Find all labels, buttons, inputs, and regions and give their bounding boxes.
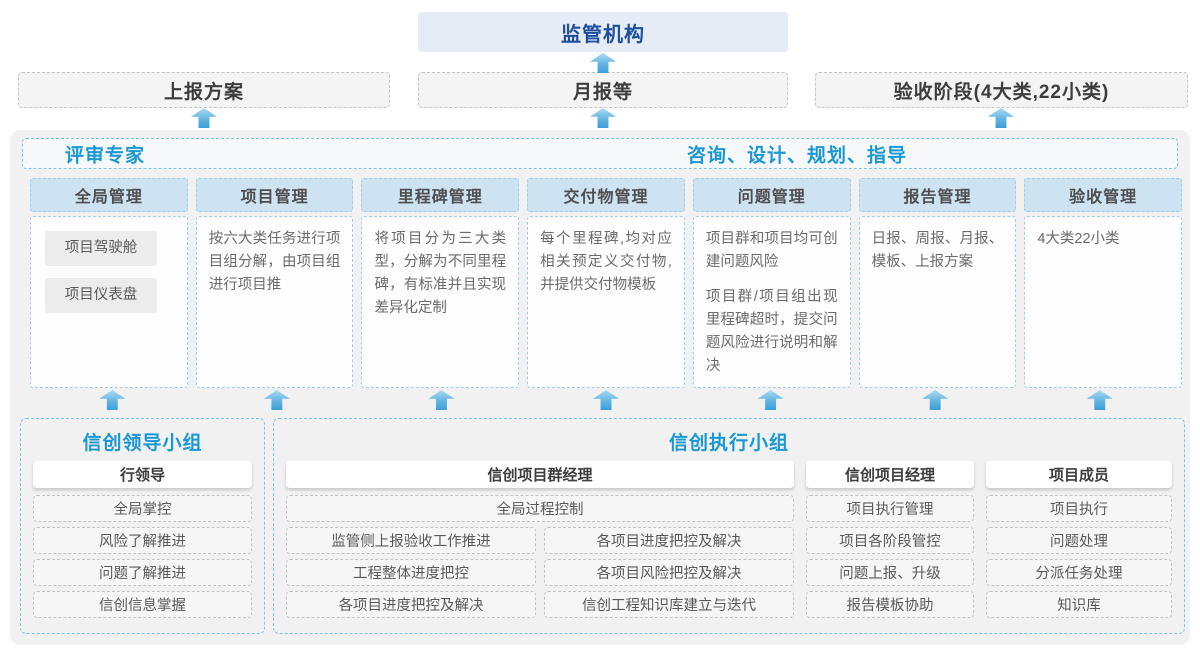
arrow-up-icon — [593, 390, 620, 410]
program-manager-column: 信创项目群经理 全局过程控制 监管侧上报验收工作推进 各项目进度把控及解决 工程… — [286, 461, 794, 618]
list-item: 各项目进度把控及解决 — [286, 591, 536, 618]
arrow-up-icon — [428, 390, 455, 410]
column-body: 日报、周报、月报、模板、上报方案 — [858, 216, 1017, 388]
chip-project-cockpit: 项目驾驶舱 — [45, 231, 157, 266]
list-item: 各项目风险把控及解决 — [544, 559, 794, 586]
list-item: 问题了解推进 — [33, 559, 252, 586]
arrow-up-icon — [757, 390, 784, 410]
role-project-member: 项目成员 — [986, 461, 1172, 488]
column-header: 全局管理 — [30, 178, 188, 212]
arrow-up-icon — [590, 108, 616, 128]
list-item: 问题处理 — [986, 527, 1172, 554]
column-project-mgmt: 项目管理 按六大类任务进行项目组分解，由项目组进行项目推 — [195, 178, 354, 388]
list-item: 信创信息掌握 — [33, 591, 252, 618]
exec-group: 信创执行小组 信创项目群经理 全局过程控制 监管侧上报验收工作推进 各项目进度把… — [273, 418, 1185, 634]
exec-group-title: 信创执行小组 — [668, 432, 789, 454]
column-milestone-mgmt: 里程碑管理 将项目分为三大类型，分解为不同里程碑，有标准并且实现差异化定制 — [361, 178, 520, 388]
column-issue-mgmt: 问题管理 项目群和项目均可创建问题风险 项目群/项目组出现里程碑超时，提交问题风… — [692, 178, 851, 388]
list-item: 知识库 — [986, 591, 1172, 618]
column-text: 4大类22小类 — [1037, 231, 1120, 247]
list-item: 全局掌控 — [33, 495, 252, 522]
output-report-plan: 上报方案 — [18, 72, 390, 108]
column-body: 项目驾驶舱 项目仪表盘 — [30, 216, 188, 388]
column-text: 每个里程碑,均对应相关预定义交付物,并提供交付物模板 — [540, 231, 672, 293]
column-global-mgmt: 全局管理 项目驾驶舱 项目仪表盘 — [30, 178, 188, 388]
arrow-up-icon — [1086, 390, 1113, 410]
role-bank-leader: 行领导 — [33, 461, 252, 488]
role-program-manager: 信创项目群经理 — [286, 461, 794, 488]
arrow-up-icon — [263, 390, 290, 410]
output-monthly-report: 月报等 — [418, 72, 788, 108]
column-header: 验收管理 — [1024, 178, 1183, 212]
column-body: 4大类22小类 — [1024, 216, 1183, 388]
column-header: 里程碑管理 — [361, 178, 520, 212]
column-text: 项目群/项目组出现里程碑超时，提交问题风险进行说明和解决 — [705, 288, 838, 374]
header-band: 评审专家 咨询、设计、规划、指导 — [22, 138, 1178, 169]
leader-group: 信创领导小组 行领导 全局掌控 风险了解推进 问题了解推进 信创信息掌握 — [20, 418, 265, 634]
list-item: 工程整体进度把控 — [286, 559, 536, 586]
arrow-up-icon — [590, 53, 616, 73]
list-item: 报告模板协助 — [806, 591, 974, 618]
arrow-up-icon — [99, 390, 126, 410]
list-item: 全局过程控制 — [286, 495, 794, 522]
column-report-mgmt: 报告管理 日报、周报、月报、模板、上报方案 — [858, 178, 1017, 388]
project-member-column: 项目成员 项目执行 问题处理 分派任务处理 知识库 — [986, 461, 1172, 618]
column-acceptance-mgmt: 验收管理 4大类22小类 — [1024, 178, 1183, 388]
list-item: 风险了解推进 — [33, 527, 252, 554]
list-item: 项目各阶段管控 — [806, 527, 974, 554]
column-body: 项目群和项目均可创建问题风险 项目群/项目组出现里程碑超时，提交问题风险进行说明… — [692, 216, 851, 388]
leader-group-title: 信创领导小组 — [82, 432, 203, 454]
arrow-up-icon — [191, 108, 217, 128]
column-header: 交付物管理 — [527, 178, 685, 212]
regulator-box: 监管机构 — [418, 12, 788, 52]
list-item: 问题上报、升级 — [806, 559, 974, 586]
list-item: 信创工程知识库建立与迭代 — [544, 591, 794, 618]
list-item: 分派任务处理 — [986, 559, 1172, 586]
list-item: 各项目进度把控及解决 — [544, 527, 794, 554]
management-columns: 全局管理 项目驾驶舱 项目仪表盘 项目管理 按六大类任务进行项目组分解，由项目组… — [30, 178, 1183, 388]
column-header: 项目管理 — [195, 178, 354, 212]
column-body: 每个里程碑,均对应相关预定义交付物,并提供交付物模板 — [527, 216, 685, 388]
list-item: 监管侧上报验收工作推进 — [286, 527, 536, 554]
chip-project-dashboard: 项目仪表盘 — [45, 277, 157, 313]
arrow-up-icon — [988, 108, 1014, 128]
column-body: 按六大类任务进行项目组分解，由项目组进行项目推 — [195, 216, 354, 388]
column-arrows — [30, 390, 1182, 410]
review-experts-label: 评审专家 — [65, 145, 146, 166]
column-body: 将项目分为三大类型，分解为不同里程碑，有标准并且实现差异化定制 — [361, 216, 520, 388]
role-project-manager: 信创项目经理 — [806, 461, 974, 488]
column-text: 项目群和项目均可创建问题风险 — [705, 231, 838, 270]
column-text: 将项目分为三大类型，分解为不同里程碑，有标准并且实现差异化定制 — [374, 231, 507, 316]
arrow-up-icon — [922, 390, 949, 410]
list-item: 项目执行管理 — [806, 495, 974, 522]
column-text: 日报、周报、月报、模板、上报方案 — [871, 231, 1004, 270]
column-header: 问题管理 — [692, 178, 851, 212]
project-manager-column: 信创项目经理 项目执行管理 项目各阶段管控 问题上报、升级 报告模板协助 — [806, 461, 974, 618]
column-text: 按六大类任务进行项目组分解，由项目组进行项目推 — [208, 231, 341, 293]
column-deliverable-mgmt: 交付物管理 每个里程碑,均对应相关预定义交付物,并提供交付物模板 — [527, 178, 685, 388]
platform-panel: 评审专家 咨询、设计、规划、指导 全局管理 项目驾驶舱 项目仪表盘 项目管理 按… — [10, 130, 1190, 645]
list-item: 项目执行 — [986, 495, 1172, 522]
guidance-label: 咨询、设计、规划、指导 — [687, 145, 908, 166]
output-acceptance-stage: 验收阶段(4大类,22小类) — [815, 72, 1188, 108]
column-header: 报告管理 — [858, 178, 1017, 212]
